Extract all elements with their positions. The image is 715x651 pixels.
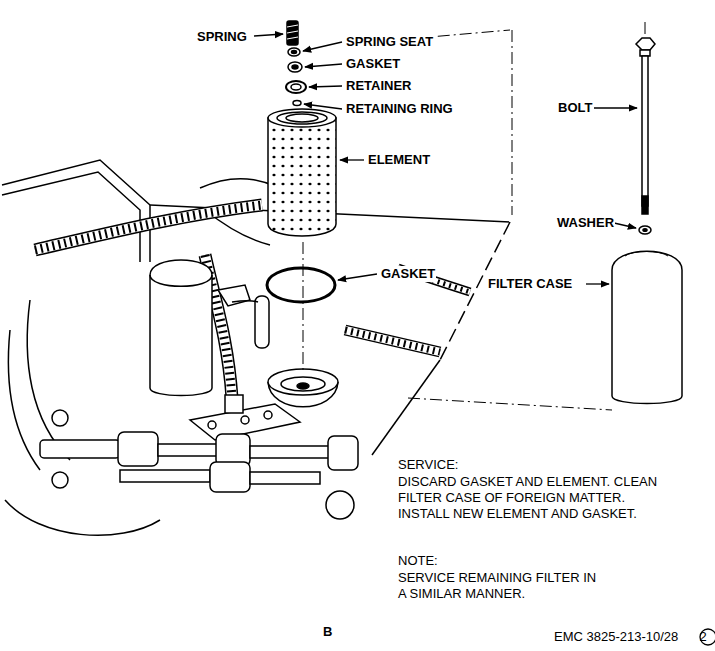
part-label: SPRING: [196, 29, 248, 45]
part-label: WASHER: [556, 215, 615, 231]
part-label: GASKET: [345, 56, 401, 72]
figure-reference: EMC 3825-213-10/28: [553, 629, 679, 645]
part-label: GASKET: [380, 266, 436, 282]
part-label: FILTER CASE: [487, 276, 573, 292]
part-label: RETAINING RING: [345, 101, 454, 117]
service-note: DISCARD GASKET AND ELEMENT. CLEAN FILTER…: [397, 474, 672, 522]
filter-parts: [267, 21, 682, 404]
second-filter: [150, 260, 269, 396]
page-letter: B: [322, 624, 333, 640]
part-label: SPRING SEAT: [345, 34, 434, 50]
leader-line: [254, 34, 637, 284]
filter-head: [190, 369, 338, 440]
part-label: BOLT: [557, 100, 593, 116]
assembly-line: [303, 22, 645, 410]
note-text: SERVICE REMAINING FILTER IN A SIMILAR MA…: [397, 570, 604, 602]
braided-hose: [35, 205, 470, 398]
note-heading: NOTE:: [397, 553, 439, 569]
figure-number: 2: [694, 629, 712, 645]
drive-shaft: [40, 410, 358, 519]
part-label: RETAINER: [345, 78, 412, 94]
part-label: ELEMENT: [367, 152, 431, 168]
note-heading: SERVICE:: [397, 457, 459, 473]
